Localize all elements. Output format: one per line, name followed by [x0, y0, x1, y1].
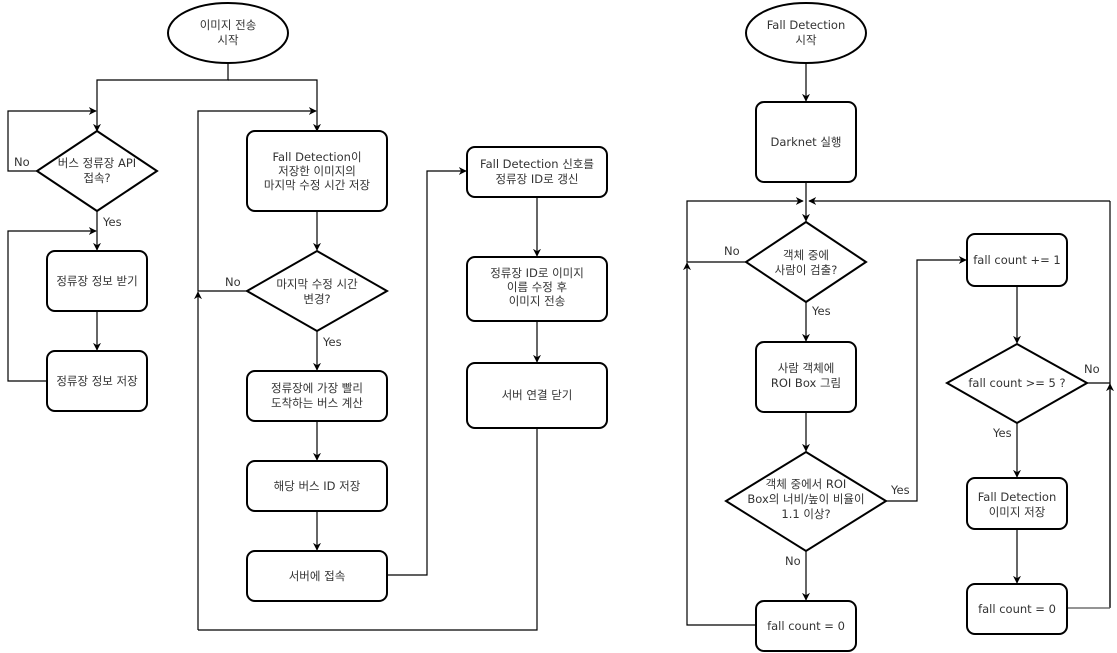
rename-send-line-1: 정류장 ID로 이미지 [490, 266, 584, 280]
ratio-check-line-2: Box의 너비/높이 비율이 [747, 492, 864, 506]
edge-person-no-loop [686, 197, 804, 263]
darknet-label: Darknet 실행 [771, 135, 842, 149]
count-check-label: fall count >= 5 ? [968, 376, 1065, 390]
count-yes-label: Yes [992, 426, 1012, 440]
mtime-changed-line-2: 변경? [303, 292, 330, 306]
edge-connect-to-update [387, 167, 467, 576]
api-no-label: No [14, 155, 30, 169]
person-detected-line-1: 객체 중에 [783, 248, 829, 262]
reset-count-b-label: fall count = 0 [978, 602, 1056, 616]
save-mtime-line-1: Fall Detection이 [272, 150, 361, 164]
darknet-process [755, 101, 857, 183]
start-label-line-2: 시작 [217, 33, 239, 47]
edge-mtime-no-loop [197, 107, 317, 292]
api-check-line-2: 접속? [83, 171, 110, 185]
ratio-yes-label: Yes [890, 483, 910, 497]
edge-start-to-api-check [93, 63, 229, 132]
ratio-no-label: No [785, 554, 801, 568]
edge-save-info-loop [7, 227, 97, 382]
person-no-label: No [724, 244, 740, 258]
ratio-check-line-1: 객체 중에서 ROI [766, 477, 847, 491]
save-bus-id-process [246, 460, 388, 512]
edge-reset-a-loop [683, 262, 756, 626]
inc-count-label: fall count += 1 [973, 253, 1061, 267]
fd-start-terminator [745, 2, 867, 64]
edges [7, 63, 541, 631]
save-image-process [966, 477, 1068, 530]
edges [683, 63, 1114, 626]
draw-roi-process [755, 341, 857, 413]
connect-server-label: 서버에 접속 [289, 569, 346, 583]
start-label-line-1: 이미지 전송 [200, 18, 257, 32]
save-bus-id-label: 해당 버스 ID 저장 [274, 479, 361, 493]
save-info-label: 정류장 정보 저장 [56, 374, 138, 388]
calc-bus-process [246, 370, 388, 422]
edge-api-no-loop [7, 107, 97, 172]
edge-start-to-save-mtime [228, 79, 321, 132]
person-detected-line-2: 사람이 검출? [775, 263, 838, 277]
rename-send-line-2: 이름 수정 후 [507, 280, 567, 294]
person-yes-label: Yes [811, 304, 831, 318]
rename-send-process [466, 256, 608, 322]
save-mtime-line-3: 마지막 수정 시간 저장 [264, 178, 371, 192]
person-detected-decision [744, 220, 868, 304]
rename-send-line-3: 이미지 전송 [509, 294, 566, 308]
edge-ratio-yes [886, 256, 967, 502]
receive-info-label: 정류장 정보 받기 [56, 274, 137, 288]
mtime-changed-decision [244, 249, 390, 333]
draw-roi-line-1: 사람 객체에 [778, 361, 835, 375]
calc-bus-line-1: 정류장에 가장 빨리 [271, 381, 363, 395]
reset-count-a-process [755, 600, 857, 652]
close-server-label: 서버 연결 닫기 [502, 388, 573, 402]
update-signal-line-2: 정류장 ID로 갱신 [495, 172, 578, 186]
save-info-process [46, 350, 148, 412]
save-image-line-2: 이미지 저장 [989, 505, 1046, 519]
fd-start-line-1: Fall Detection [767, 18, 846, 32]
mtime-yes-label: Yes [322, 335, 342, 349]
save-mtime-line-2: 저장한 이미지의 [278, 164, 356, 178]
update-signal-line-1: Fall Detection 신호를 [480, 157, 594, 171]
count-check-decision [944, 342, 1090, 425]
reset-count-a-label: fall count = 0 [767, 619, 845, 633]
count-no-label: No [1084, 362, 1100, 376]
save-image-line-1: Fall Detection [978, 490, 1057, 504]
close-server-process [466, 362, 608, 429]
save-mtime-process [246, 130, 388, 212]
mtime-no-label: No [225, 275, 241, 289]
receive-info-process [46, 250, 148, 312]
connect-server-process [246, 550, 388, 602]
ratio-check-decision [724, 450, 888, 553]
edge-close-to-loop [198, 428, 538, 631]
reset-count-b-process [966, 583, 1068, 635]
fd-start-line-2: 시작 [795, 33, 817, 47]
api-check-line-1: 버스 정류장 API [58, 156, 136, 170]
start-terminator [167, 2, 289, 64]
mtime-changed-line-1: 마지막 수정 시간 [276, 277, 358, 291]
inc-count-process [966, 233, 1068, 287]
api-yes-label: Yes [102, 215, 122, 229]
draw-roi-line-2: ROI Box 그림 [771, 376, 841, 390]
update-signal-process [466, 146, 608, 198]
ratio-check-line-3: 1.1 이상? [781, 507, 830, 521]
calc-bus-line-2: 도착하는 버스 계산 [271, 396, 363, 410]
api-check-decision [35, 129, 159, 213]
